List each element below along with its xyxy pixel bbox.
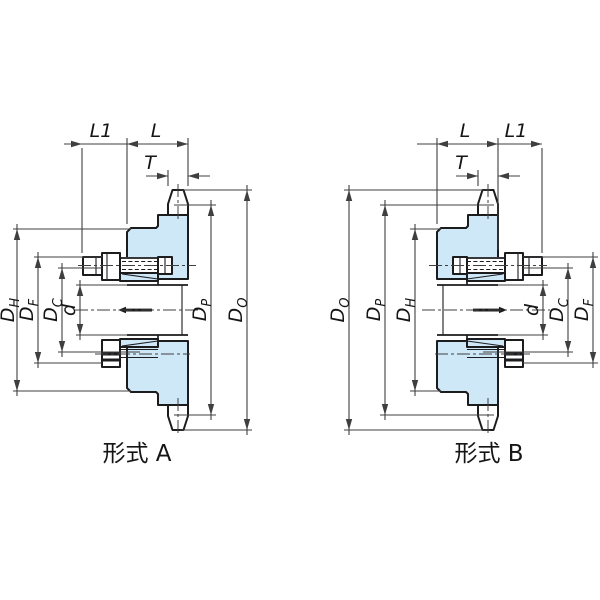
dim-d-b: d [498,280,548,340]
dim-label-do-b: DO [327,298,353,323]
dim-label-base: D [189,307,211,322]
dim-label-dc-b: DC [546,297,572,322]
dim-label-t-b: T [455,152,468,174]
drawing-type-a: L1 L T DH DF [0,120,252,467]
lock-flange-upper-b [504,252,524,281]
dim-label-sub: F [582,298,597,306]
dim-dp-a: DP [174,200,216,420]
bolt-hole-lower-b [467,348,505,359]
dim-label-d-a: d [58,303,80,316]
dim-label-dp-a: DP [189,299,215,322]
dim-label-base: D [327,308,349,323]
dim-label-base: D [546,307,568,322]
bolt-shaft-a [120,257,158,274]
dim-t-b: T [455,152,520,186]
dim-label-base: D [571,306,593,321]
tooth-bottom-b [477,404,499,431]
dim-do-b: DO [327,185,490,435]
dim-label-base: d [521,303,543,316]
dim-label-base: D [393,308,415,323]
dim-label-sub: H [8,298,23,308]
dim-l-l1-b: L L1 [417,120,543,253]
dim-label-base: D [40,307,62,322]
dimensions-b: L L1 T DO DP [327,120,598,435]
thread-bar-a [103,358,120,362]
dim-label-sub: C [557,297,572,307]
dim-label-base: D [363,307,385,322]
dim-label-dh-a: DH [0,298,23,323]
dim-df-a: DF [16,252,102,368]
taper-line-upper-a [121,273,159,280]
dim-dc-a: DC [40,263,140,357]
dim-dh-b: DH [393,224,441,396]
caption-type-b: 形式 B [454,441,523,467]
dim-dp-b: DP [363,200,494,420]
lock-flange-upper-a [101,252,121,281]
centerlines-a [75,184,203,436]
bolt-shaft-b [467,257,505,274]
dim-label-do-a: DO [225,298,251,323]
dim-t-a: T [144,152,210,186]
taper-line-lower-b [466,340,504,347]
dim-label-base: D [225,308,247,323]
dim-label-sub: O [236,298,251,308]
bolt-hole-lower-a [120,348,158,359]
dim-label-base: D [16,306,38,321]
taper-line-upper-b [466,273,504,280]
dim-label-sub: F [27,298,42,306]
dim-label-sub: P [374,299,389,307]
dim-label-dc-a: DC [40,297,66,322]
thread-bar-b [505,358,522,362]
keyway-mark-b [473,306,507,314]
dim-d-a: d [58,280,127,340]
dim-label-l1-b: L1 [505,120,528,142]
dim-label-sub: C [51,297,66,307]
caption-type-a: 形式 A [102,441,171,467]
dim-l1-l-a: L1 L [64,120,189,253]
dim-do-a: DO [180,185,252,435]
dim-label-dh-b: DH [393,298,419,323]
dim-label-l-a: L [151,120,162,142]
dim-dc-b: DC [483,263,573,357]
drawing-type-b: L L1 T DO DP [327,120,598,467]
dim-label-df-b: DF [571,298,597,321]
dim-label-df-a: DF [16,298,42,321]
taper-line-lower-a [121,340,159,347]
dim-label-sub: H [404,298,419,308]
dimensions-a: L1 L T DH DF [0,120,252,435]
dim-label-l1-a: L1 [90,120,113,142]
dim-label-base: D [0,308,19,323]
dim-label-sub: O [338,298,353,308]
dim-label-l-b: L [460,120,471,142]
dim-label-dp-b: DP [363,299,389,322]
dim-label-t-a: T [144,152,157,174]
dim-label-d-b: d [521,303,543,316]
dim-label-sub: P [200,299,215,307]
dim-dh-a: DH [0,224,131,396]
dim-label-base: d [58,303,80,316]
dim-df-b: DF [523,252,598,368]
